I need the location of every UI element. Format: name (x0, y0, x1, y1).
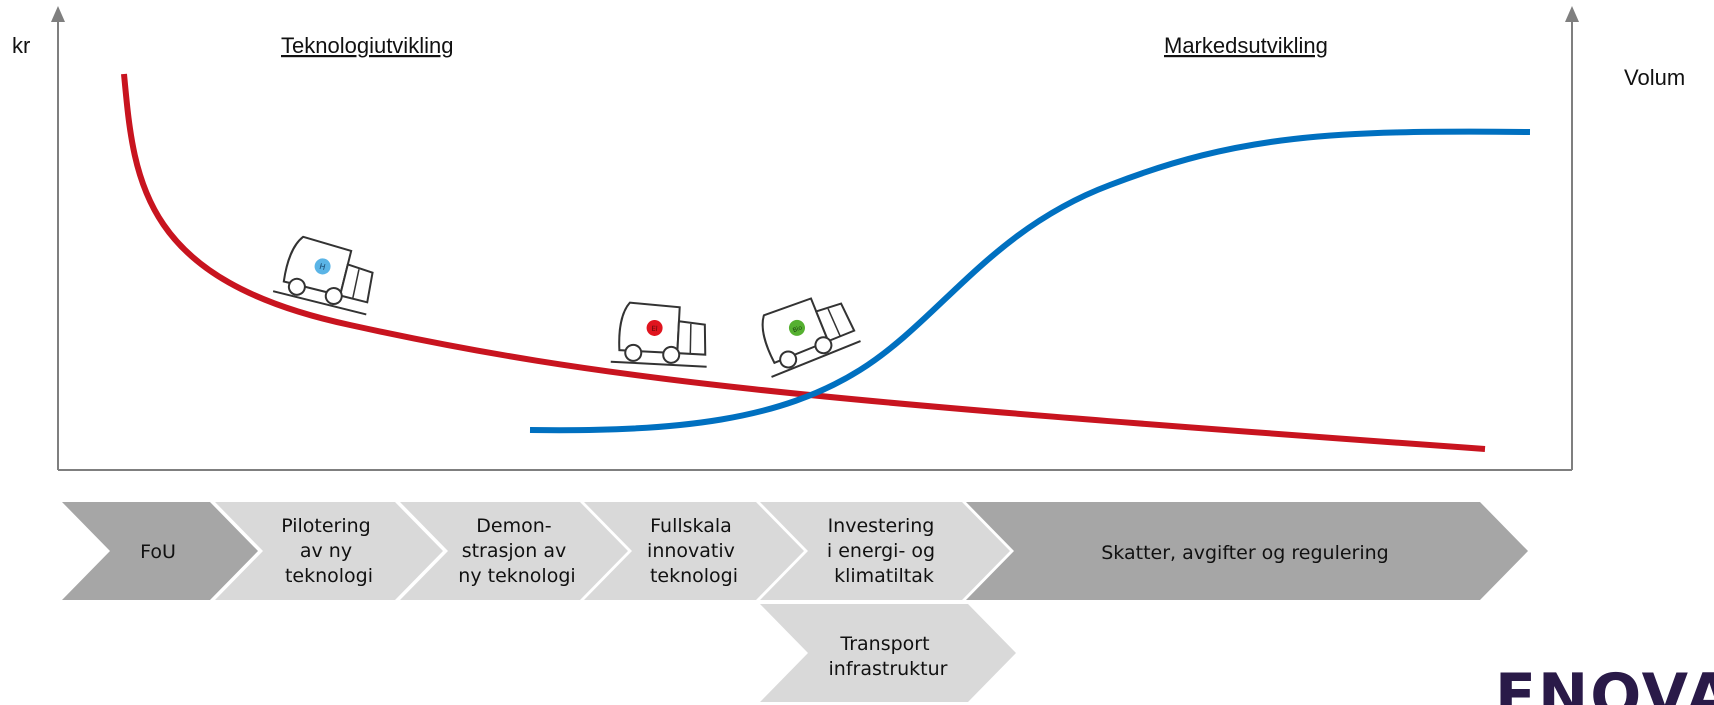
truck-ground (771, 340, 861, 378)
phase-chevron-fou (62, 502, 258, 600)
phase-label-line: FoU (140, 541, 176, 563)
vehicle-electric: El (610, 301, 707, 368)
heading-market-development: Markedsutvikling (1164, 33, 1328, 58)
phase-label-line: teknologi (650, 565, 738, 587)
volume-curve (529, 128, 1531, 434)
phase-label-line: teknologi (285, 565, 373, 587)
phase-chevron-pilotering (215, 502, 443, 600)
badge-electric (646, 319, 663, 336)
truck-ground (272, 290, 367, 316)
phase-label-line: Transport (839, 633, 929, 655)
truck-wheel-front (779, 350, 798, 369)
badge-hydrogen-label: H (318, 262, 326, 272)
vehicle-hydrogen: H (272, 235, 374, 316)
phase-label-line: strasjon av (462, 540, 567, 562)
vehicle-bio: Bio (761, 297, 861, 378)
phase-chevron-demonstrasjon (400, 502, 628, 600)
truck-cargo-line (689, 323, 692, 354)
phase-label-line: Pilotering (281, 515, 371, 537)
phase-label-line: innovativ (647, 540, 735, 562)
badge-bio-label: Bio (792, 324, 804, 334)
phase-chevron-investering (760, 502, 1010, 600)
right-axis-arrow (1565, 6, 1579, 22)
phase-label-fullskala: Fullskala innovativ teknologi (647, 515, 741, 587)
phase-label-line: Demon- (476, 515, 551, 537)
badge-electric-label: El (651, 325, 658, 333)
phase-label-demonstrasjon: Demon- strasjon av ny teknologi (458, 515, 575, 587)
truck-wheel-front (287, 277, 306, 296)
phase-chevrons (62, 502, 1528, 702)
badge-hydrogen (314, 258, 331, 275)
cost-curve (121, 73, 1486, 452)
phase-label-line: av ny (300, 540, 352, 562)
phase-label-line: Fullskala (650, 515, 732, 537)
phase-label-investering: Investering i energi- og klimatiltak (827, 515, 941, 587)
left-axis-arrow (51, 6, 65, 22)
phase-label-line: ny teknologi (458, 565, 575, 587)
phase-label-line: Skatter, avgifter og regulering (1101, 542, 1389, 564)
phase-chevron-transport (760, 604, 1016, 702)
phase-label-fou: FoU (140, 541, 176, 563)
axes (51, 6, 1579, 471)
phase-label-transport: Transport infrastruktur (829, 633, 948, 680)
phase-label-line: i energi- og (827, 540, 935, 562)
left-axis-label: kr (12, 33, 30, 58)
phase-chevron-skatter (966, 502, 1528, 600)
truck-wheel-rear (814, 336, 833, 355)
truck-cargo (814, 302, 856, 343)
phase-label-skatter: Skatter, avgifter og regulering (1101, 542, 1389, 564)
truck-wheel-front (624, 343, 643, 362)
truck-ground (610, 360, 707, 368)
heading-technology-development: Teknologiutvikling (281, 33, 453, 58)
phase-label-pilotering: Pilotering av ny teknologi (281, 515, 377, 587)
truck-cargo-line (351, 269, 360, 299)
truck-cargo-line (827, 308, 841, 337)
badge-bio (788, 319, 805, 336)
truck-cargo (676, 320, 707, 356)
right-axis-label: Volum (1624, 65, 1685, 90)
truck-wheel-rear (662, 345, 681, 364)
phase-chevron-fullskala (584, 502, 804, 600)
phase-label-line: Investering (828, 515, 935, 537)
phase-label-line: infrastruktur (829, 658, 948, 680)
truck-wheel-rear (324, 287, 343, 306)
enova-logo: ENOVA (1495, 661, 1714, 705)
phase-label-line: klimatiltak (834, 565, 934, 587)
